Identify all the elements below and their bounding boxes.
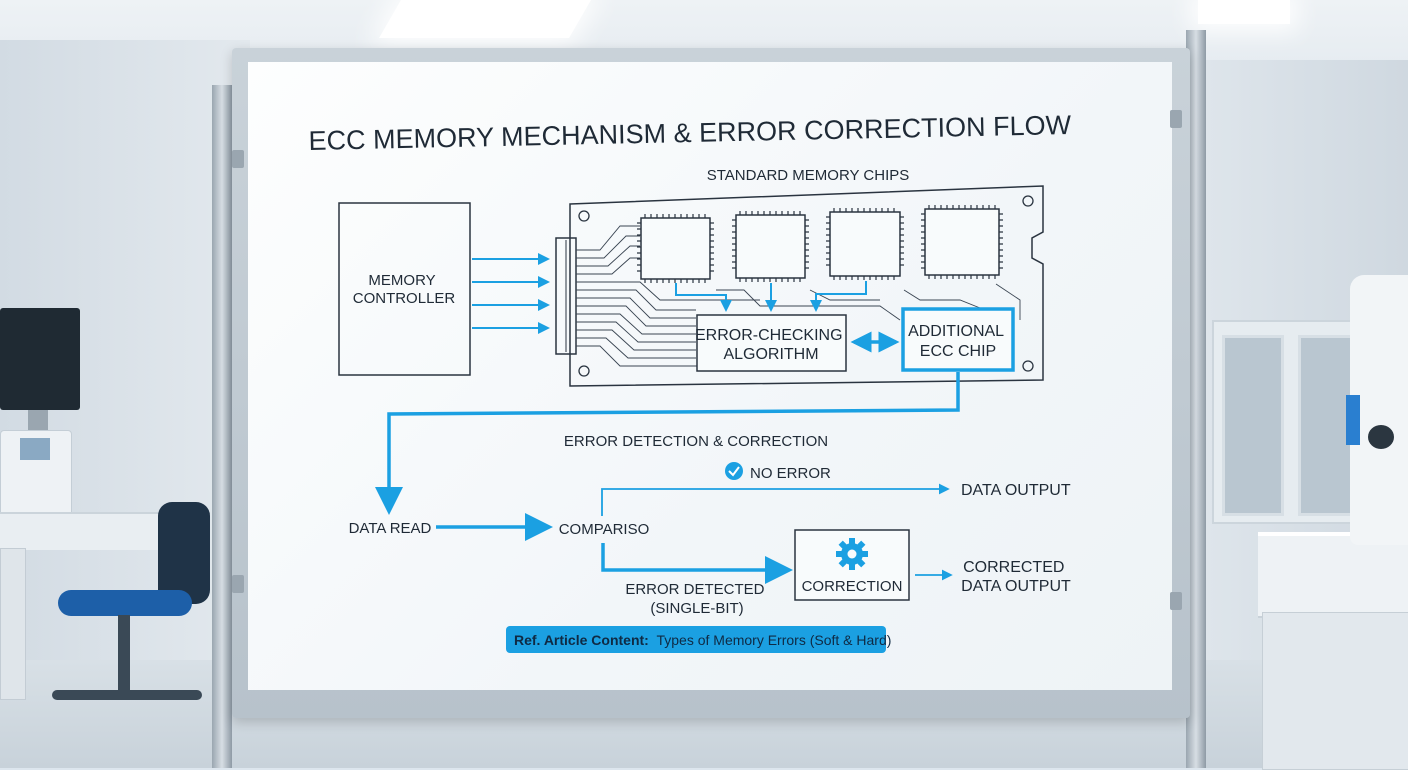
corrected-output-label: CORRECTED DATA OUTPUT: [961, 559, 1071, 595]
chair-base: [52, 690, 202, 700]
frame-clip: [232, 150, 244, 168]
ceiling-light: [1198, 0, 1290, 24]
mount-hole: [1022, 195, 1034, 207]
memory-chip: [826, 208, 904, 280]
memory-controller-box: [338, 202, 471, 376]
chair-seat: [58, 590, 192, 616]
section-title: ERROR DETECTION & CORRECTION: [564, 433, 828, 450]
gear-icon: [836, 538, 868, 570]
comparison-label: COMPARISO: [559, 521, 650, 538]
lab-bench-right: [1258, 532, 1408, 616]
correction-label: CORRECTION: [802, 578, 903, 595]
reference-prefix: Ref. Article Content:: [514, 632, 649, 648]
chair-back: [158, 502, 210, 604]
pcb-traces: [576, 225, 1021, 367]
memory-chip: [732, 211, 809, 282]
no-error-label: NO ERROR: [750, 465, 831, 482]
standard-chips-label: STANDARD MEMORY CHIPS: [707, 167, 910, 184]
data-output-label: DATA OUTPUT: [961, 482, 1071, 499]
monitor-stand: [28, 410, 48, 430]
no-error-arrow: [601, 483, 950, 516]
mount-hole: [1022, 360, 1034, 372]
chip-arrow: [810, 281, 867, 312]
mount-hole: [578, 210, 590, 222]
microscope-knob: [1368, 425, 1394, 449]
error-detected-arrow: [601, 543, 793, 584]
chip-arrow: [675, 283, 732, 312]
chair-post: [118, 615, 130, 695]
instrument-screen: [20, 438, 50, 460]
frame-clip: [232, 575, 244, 593]
mount-hole: [578, 365, 590, 377]
stand-post-left: [212, 85, 232, 768]
memory-chip: [921, 205, 1003, 279]
memory-controller-label: MEMORY CONTROLLER: [353, 272, 456, 307]
whiteboard-surface: [248, 62, 1172, 690]
stand-post-right: [1186, 30, 1206, 768]
error-checking-algorithm-box: [696, 314, 847, 372]
lab-monitor: [0, 308, 80, 410]
ecc-chip-label: ADDITIONAL ECC CHIP: [908, 323, 1008, 360]
data-read-label: DATA READ: [349, 520, 432, 537]
error-detected-label: ERROR DETECTED (SINGLE-BIT): [625, 581, 768, 617]
check-icon: [725, 462, 743, 480]
ecc-chip-box: [901, 307, 1015, 372]
frame-clip: [1170, 110, 1182, 128]
error-checking-algorithm-label: ERROR-CHECKING ALGORITHM: [695, 327, 847, 363]
ecc-to-data-read-arrow: [375, 372, 960, 515]
diagram-title: ECC MEMORY MECHANISM & ERROR CORRECTION …: [308, 110, 1072, 156]
frame-clip: [1170, 592, 1182, 610]
reference-title: Types of Memory Errors (Soft & Hard): [656, 632, 891, 648]
cabinet-window: [1222, 335, 1284, 516]
reference-text: Ref. Article Content: Types of Memory Er…: [514, 632, 891, 648]
edge-connector: [555, 237, 577, 355]
microscope-accent: [1346, 395, 1360, 445]
cabinet-left: [0, 548, 26, 700]
memory-module-pcb: [569, 185, 1044, 387]
memory-chip: [637, 214, 714, 283]
reference-banner: [506, 626, 886, 653]
bench-cabinet-right: [1262, 612, 1408, 770]
